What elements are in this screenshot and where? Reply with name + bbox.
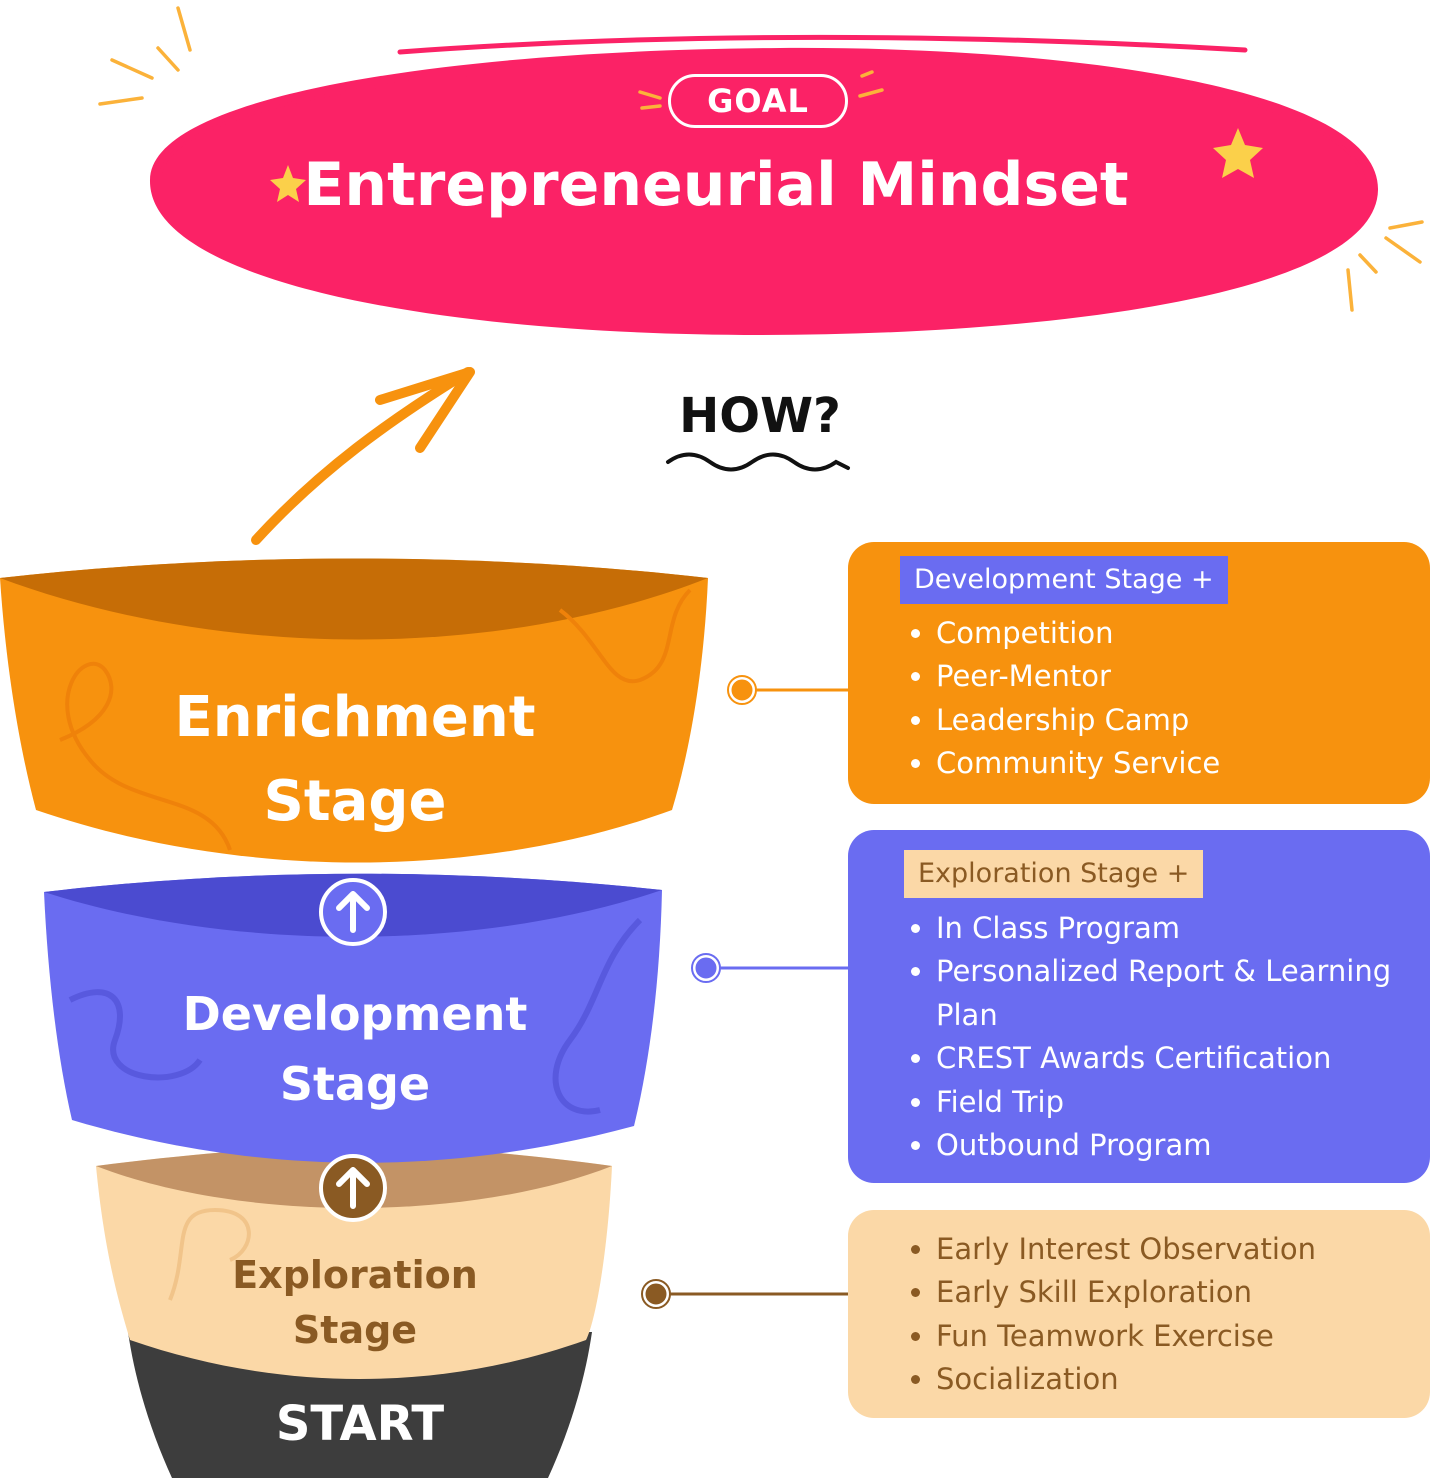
goal-blob	[149, 34, 1379, 336]
goal-badge: GOAL	[668, 74, 848, 128]
development-label-line1: Development	[182, 987, 528, 1041]
enrichment-item-list: Competition Peer-Mentor Leadership Camp …	[900, 612, 1220, 786]
enrichment-stage-shape	[0, 558, 708, 863]
list-item: Peer-Mentor	[936, 655, 1220, 698]
development-stage-shape	[44, 873, 662, 1163]
goal-title: Entrepreneurial Mindset	[303, 150, 1129, 220]
list-item: Personalized Report & Learning Plan	[936, 950, 1406, 1037]
development-panel: Exploration Stage + In Class Program Per…	[848, 830, 1430, 1183]
exploration-panel: Early Interest Observation Early Skill E…	[848, 1210, 1430, 1418]
list-item: Early Interest Observation	[936, 1228, 1316, 1271]
list-item: Field Trip	[936, 1081, 1406, 1124]
development-stage-label: Development Stage	[60, 980, 650, 1120]
enrichment-stage-label: Enrichment Stage	[70, 676, 640, 844]
exploration-stage-label: Exploration Stage	[110, 1248, 600, 1358]
list-item: CREST Awards Certification	[936, 1037, 1406, 1080]
up-right-arrow	[251, 367, 475, 545]
how-label: HOW?	[679, 388, 841, 444]
arrow-up-icon	[319, 878, 387, 946]
list-item: Socialization	[936, 1358, 1316, 1401]
list-item: Competition	[936, 612, 1220, 655]
connector-development	[691, 953, 848, 983]
connector-enrichment	[727, 675, 848, 705]
development-item-list: In Class Program Personalized Report & L…	[900, 907, 1406, 1167]
enrichment-panel: Development Stage + Competition Peer-Men…	[848, 542, 1430, 804]
list-item: In Class Program	[936, 907, 1406, 950]
development-label-line2: Stage	[279, 1056, 431, 1111]
star-icon	[270, 165, 306, 202]
arrow-up-icon	[319, 1154, 387, 1222]
enrichment-label-line1: Enrichment	[174, 685, 536, 750]
list-item: Outbound Program	[936, 1124, 1406, 1167]
sparkle-lines	[98, 6, 1424, 312]
enrichment-label-line2: Stage	[263, 769, 447, 834]
exploration-item-list: Early Interest Observation Early Skill E…	[900, 1228, 1316, 1402]
list-item: Community Service	[936, 742, 1220, 785]
list-item: Fun Teamwork Exercise	[936, 1315, 1316, 1358]
connector-exploration	[641, 1279, 848, 1309]
list-item: Early Skill Exploration	[936, 1271, 1316, 1314]
exploration-label-line2: Stage	[292, 1308, 418, 1353]
development-panel-tag: Exploration Stage +	[904, 850, 1204, 898]
exploration-label-line1: Exploration	[232, 1253, 478, 1297]
star-icon	[1213, 128, 1263, 178]
how-squiggle	[666, 452, 850, 472]
start-label: START	[275, 1396, 445, 1452]
enrichment-panel-tag: Development Stage +	[900, 556, 1228, 604]
list-item: Leadership Camp	[936, 699, 1220, 742]
